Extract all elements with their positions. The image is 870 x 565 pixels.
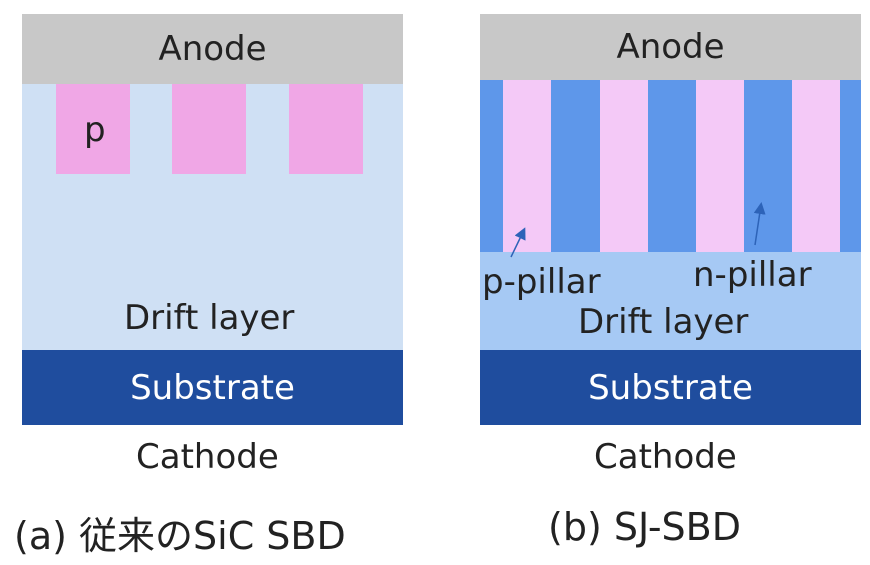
right-caption: (b) SJ-SBD: [548, 505, 741, 549]
p-region-3: [289, 84, 363, 174]
left-substrate-label: Substrate: [130, 367, 295, 408]
right-cathode-label: Cathode: [594, 437, 737, 477]
right-anode-label: Anode: [616, 27, 725, 67]
p-pillar-3: [696, 80, 744, 252]
left-caption: (a) 従来のSiC SBD: [14, 514, 346, 558]
p-pillar-label: p-pillar: [482, 262, 601, 302]
p-region-label: p: [84, 110, 106, 150]
p-pillar-2: [600, 80, 648, 252]
p-pillar-4: [792, 80, 840, 252]
p-region-2: [172, 84, 246, 174]
p-pillar-1: [503, 80, 551, 252]
left-substrate: Substrate: [22, 350, 403, 425]
n-pillar-label: n-pillar: [693, 255, 812, 295]
right-substrate: Substrate: [480, 350, 861, 425]
left-cathode-label: Cathode: [136, 437, 279, 477]
right-drift-layer: [480, 252, 861, 350]
left-drift-label: Drift layer: [124, 298, 295, 338]
right-anode: Anode: [480, 14, 861, 80]
right-substrate-label: Substrate: [588, 367, 753, 408]
right-drift-label: Drift layer: [578, 302, 749, 342]
left-anode-label: Anode: [158, 29, 267, 69]
left-anode: Anode: [22, 14, 403, 84]
p-region-1: [56, 84, 130, 174]
